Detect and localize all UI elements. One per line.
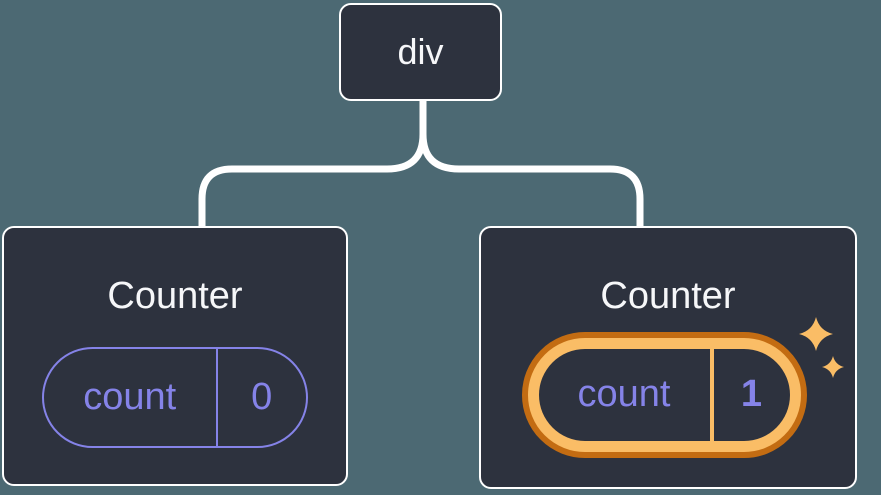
counter-node-left: Counter count 0 — [2, 226, 348, 486]
sparkle-small-icon — [822, 356, 844, 378]
state-key-label: count — [539, 348, 714, 441]
root-node: div — [339, 3, 502, 101]
sparkles-icon — [799, 317, 844, 378]
state-pill: count 0 — [41, 346, 308, 448]
root-node-label: div — [397, 31, 444, 72]
node-title: Counter — [600, 275, 736, 317]
state-value: 1 — [740, 373, 763, 415]
connector-path — [198, 96, 644, 231]
counter-node-right: Counter count 1 — [479, 226, 857, 489]
state-key-label: count — [44, 348, 218, 446]
state-pill-highlighted: count 1 — [538, 348, 790, 441]
state-value: 0 — [251, 375, 273, 418]
sparkle-large-icon — [799, 317, 833, 351]
node-title: Counter — [107, 275, 243, 317]
highlight-ring: count 1 — [521, 331, 807, 458]
